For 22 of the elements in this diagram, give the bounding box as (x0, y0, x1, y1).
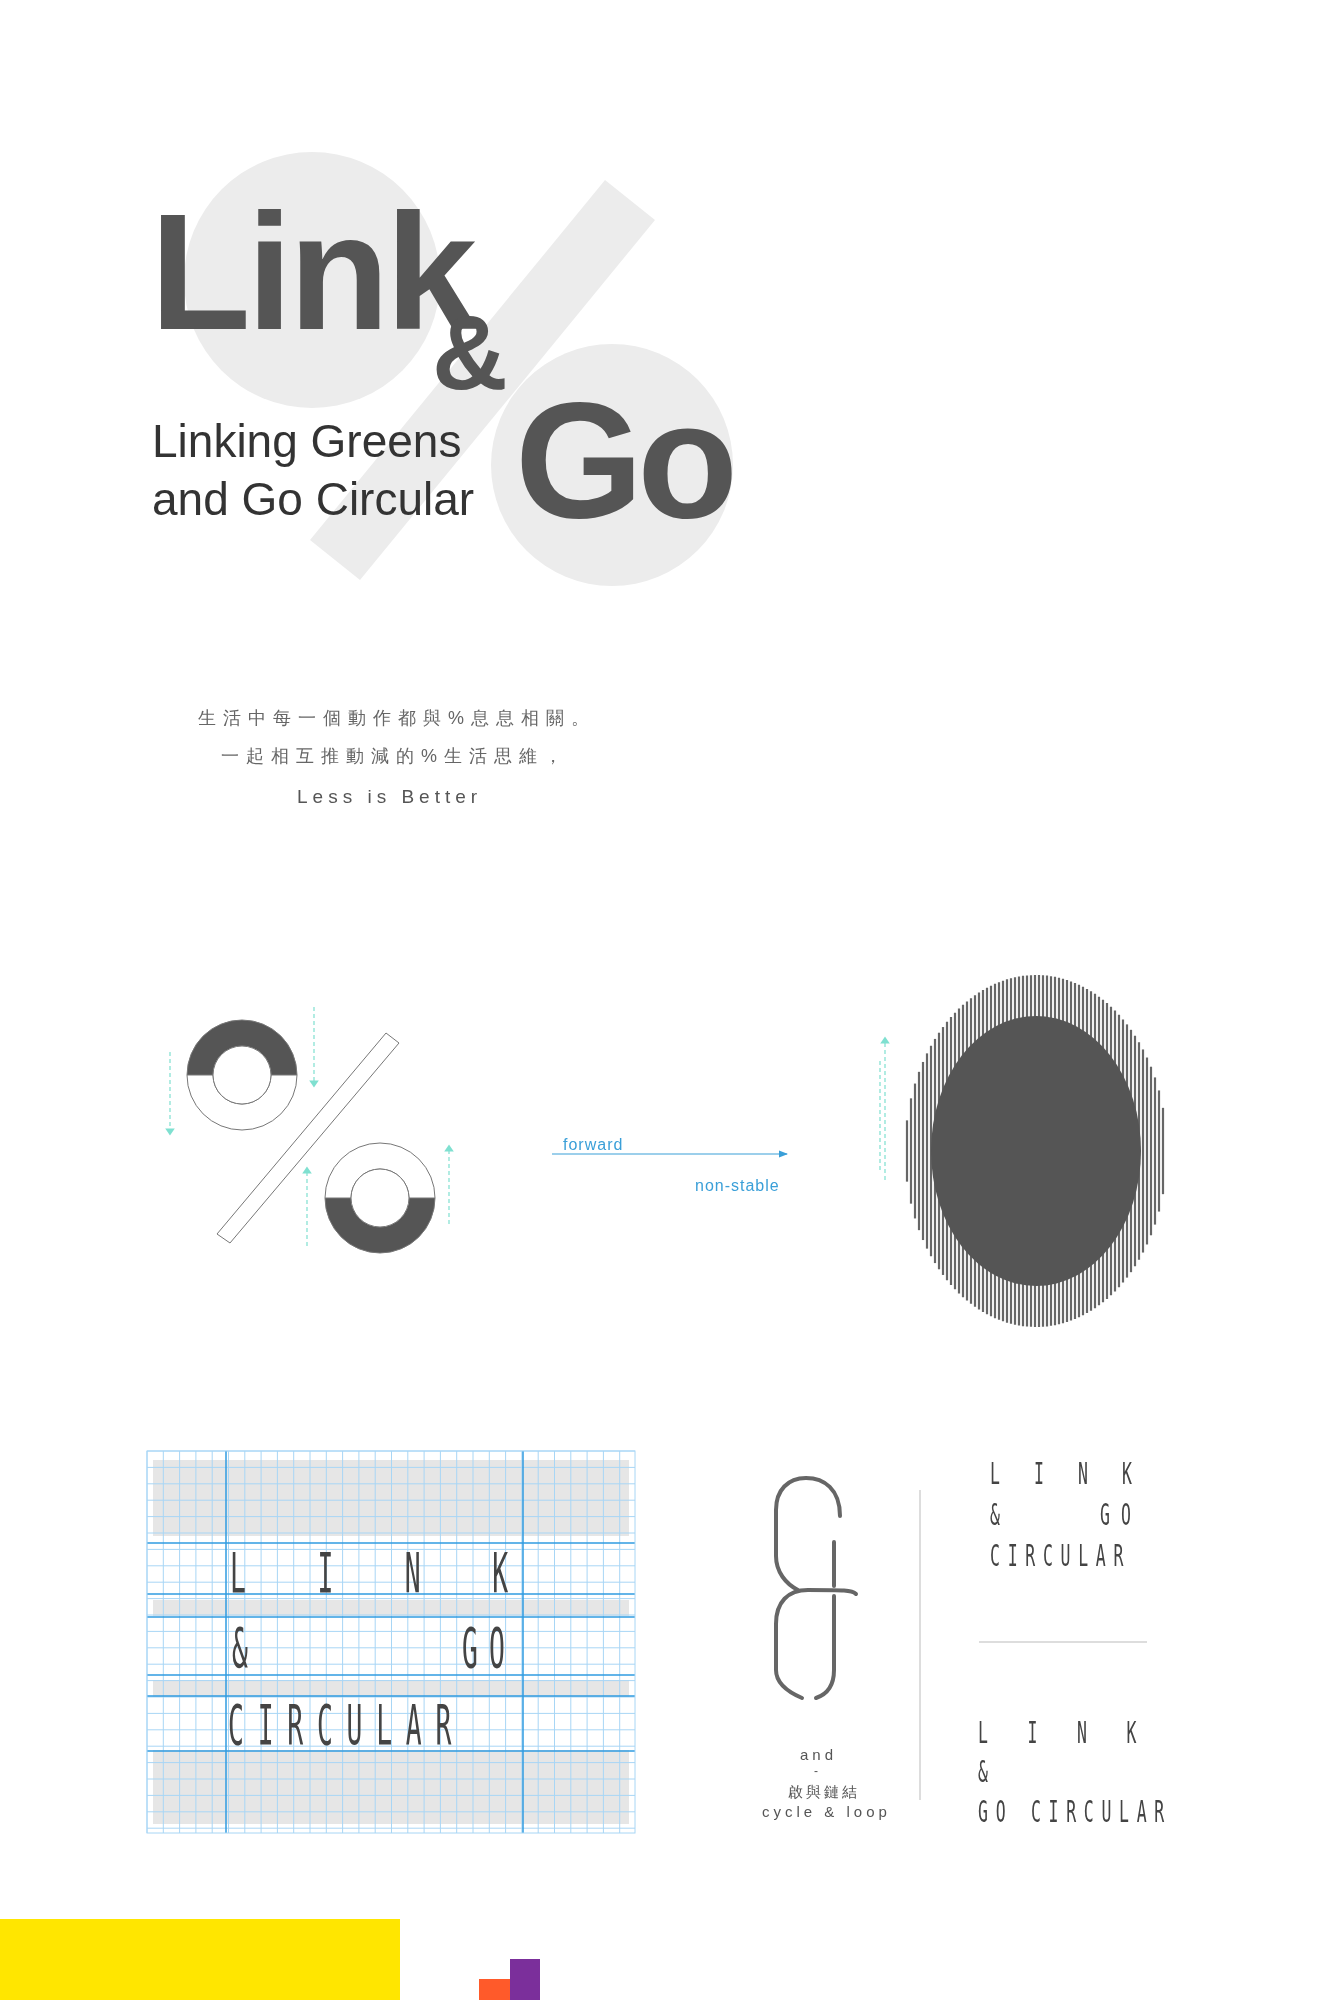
caption-text: and (800, 1747, 838, 1762)
grid-lettering: CIRCULAR (228, 1697, 466, 1753)
lettering: & (978, 1757, 988, 1787)
subtitle: Linking Greens and Go Circular (152, 414, 476, 527)
arrow-label: forward (563, 1137, 624, 1153)
caption-text: - (814, 1765, 818, 1777)
lettering: & (990, 1500, 1000, 1530)
tagline-text: 生活中每一個動作都與%息息相關。 (198, 709, 596, 727)
caption-text: 啟與鏈結 (788, 1784, 860, 1799)
title-word: Go (515, 378, 733, 543)
lettering: CIRCULAR (990, 1541, 1132, 1571)
grid-lettering: & (232, 1620, 248, 1676)
grid-lettering: LINK (230, 1545, 580, 1601)
lettering: GO CIRCULAR (978, 1797, 1172, 1827)
grid-lettering: GO (462, 1620, 516, 1676)
lettering: LINK (978, 1718, 1177, 1748)
lettering: GO (1100, 1500, 1142, 1530)
tagline-text: 一起相互推動減的%生活思維， (221, 747, 569, 765)
tagline-text: Less is Better (297, 787, 483, 806)
lettering: LINK (990, 1459, 1167, 1489)
caption-text: cycle & loop (762, 1804, 891, 1819)
arrow-label: non-stable (695, 1178, 780, 1194)
